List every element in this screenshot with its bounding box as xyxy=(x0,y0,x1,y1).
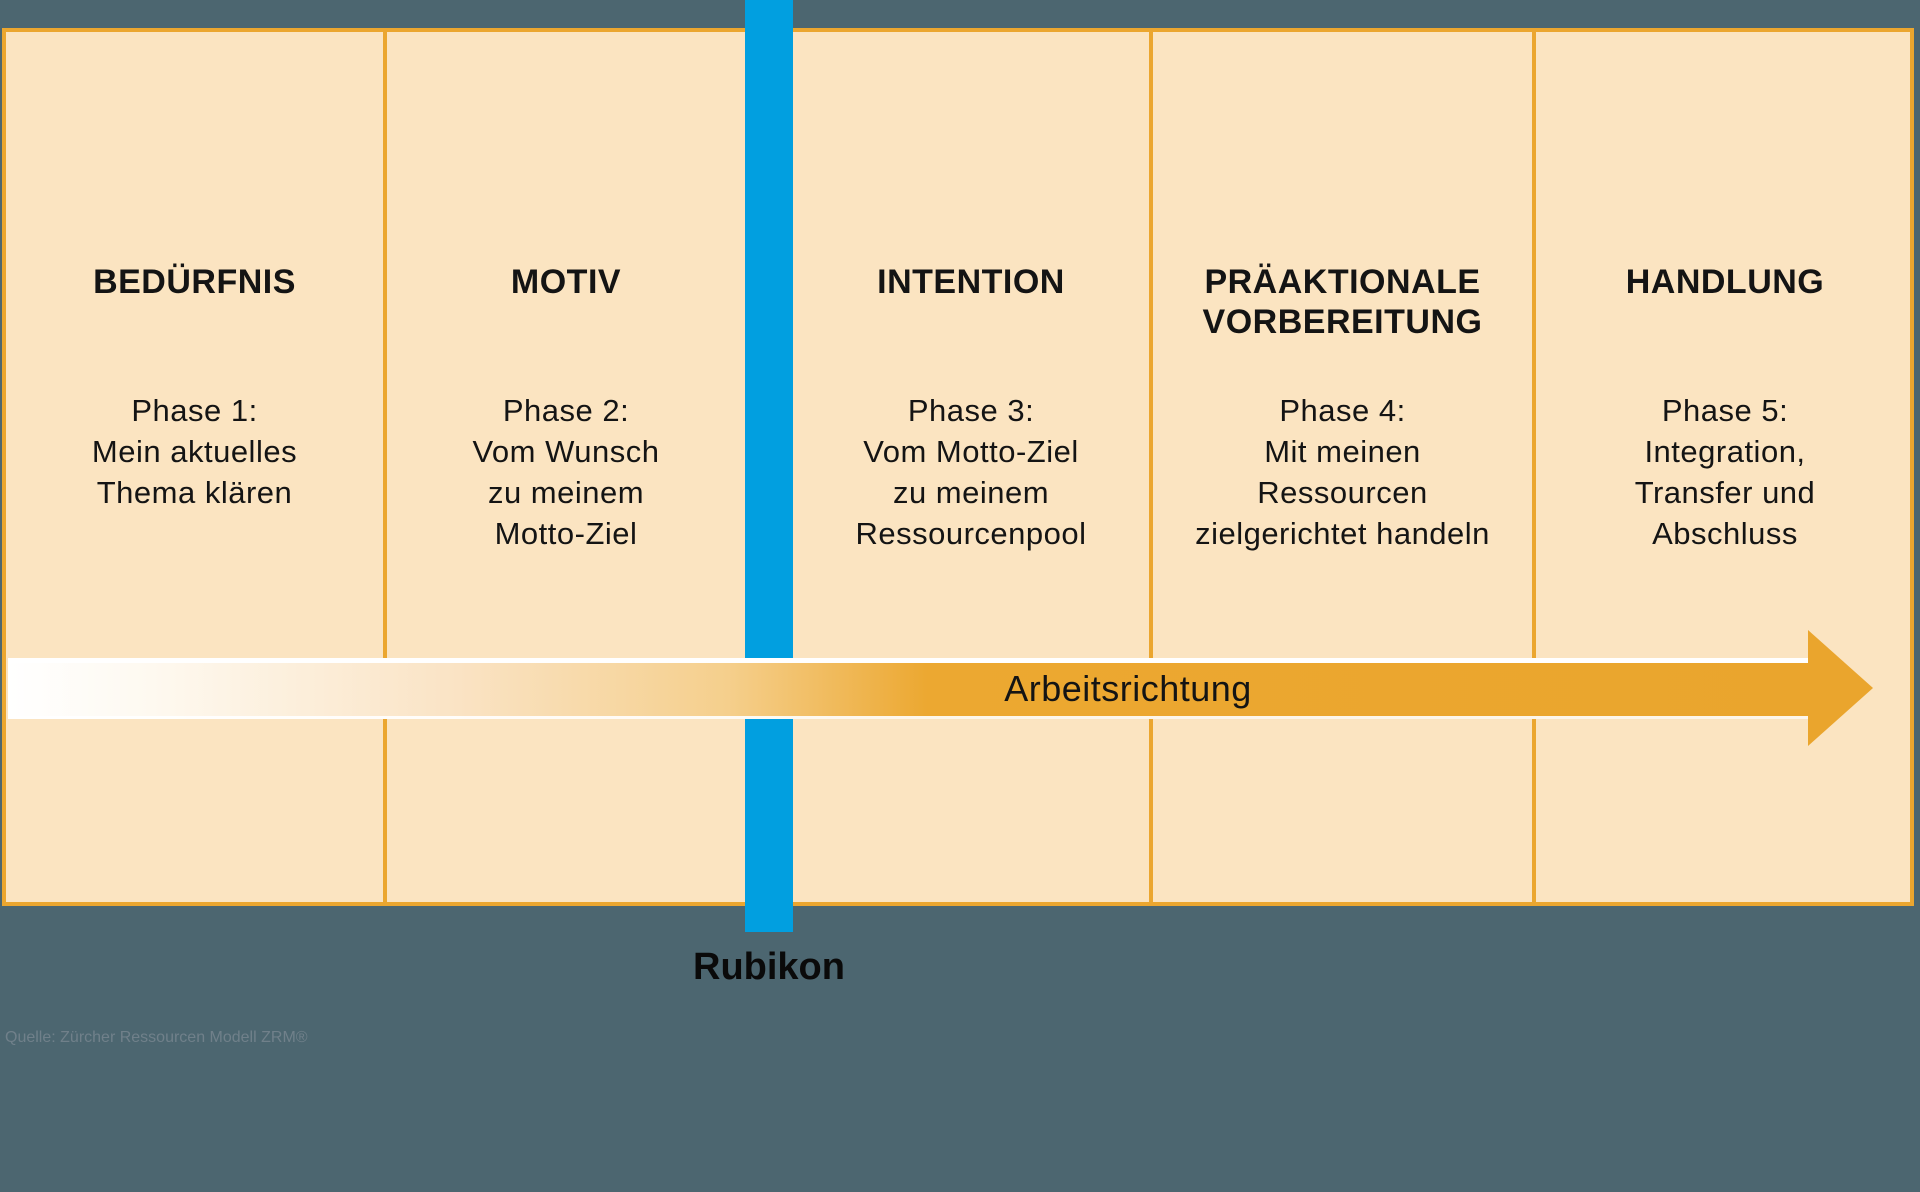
column-header: PRÄAKTIONALE VORBEREITUNG xyxy=(1202,263,1483,341)
phase-description: Phase 4: Mit meinen Ressourcen zielgeric… xyxy=(1195,393,1490,551)
column-header: MOTIV xyxy=(510,263,622,301)
column-header: INTENTION xyxy=(877,263,1065,301)
column-divider xyxy=(383,28,387,906)
phase-description: Phase 5: Integration, Transfer und Absch… xyxy=(1634,393,1816,551)
phase-column-4: PRÄAKTIONALE VORBEREITUNG Phase 4: Mit m… xyxy=(1153,28,1532,906)
column-header: HANDLUNG xyxy=(1625,263,1825,301)
phase-description: Phase 2: Vom Wunsch zu meinem Motto-Ziel xyxy=(472,393,660,551)
phase-description: Phase 1: Mein aktuelles Thema klären xyxy=(91,393,298,510)
column-header: BEDÜRFNIS xyxy=(93,263,296,301)
phase-column-2: MOTIV Phase 2: Vom Wunsch zu meinem Mott… xyxy=(387,28,745,906)
column-divider xyxy=(1149,28,1153,906)
diagram-panel xyxy=(2,28,1914,906)
phase-column-1: BEDÜRFNIS Phase 1: Mein aktuelles Thema … xyxy=(6,28,383,906)
source-note: Quelle: Zürcher Ressourcen Modell ZRM® xyxy=(5,1029,308,1046)
column-divider xyxy=(1532,28,1536,906)
phase-description: Phase 3: Vom Motto-Ziel zu meinem Ressou… xyxy=(855,393,1087,551)
direction-arrow-head xyxy=(1808,630,1873,746)
rubicon-label: Rubikon xyxy=(693,946,845,988)
phase-column-3: INTENTION Phase 3: Vom Motto-Ziel zu mei… xyxy=(793,28,1149,906)
arrow-label: Arbeitsrichtung xyxy=(1004,668,1252,709)
direction-arrow-shaft xyxy=(8,658,1810,719)
rubicon-bar xyxy=(745,0,793,932)
phase-column-5: HANDLUNG Phase 5: Integration, Transfer … xyxy=(1536,28,1914,906)
